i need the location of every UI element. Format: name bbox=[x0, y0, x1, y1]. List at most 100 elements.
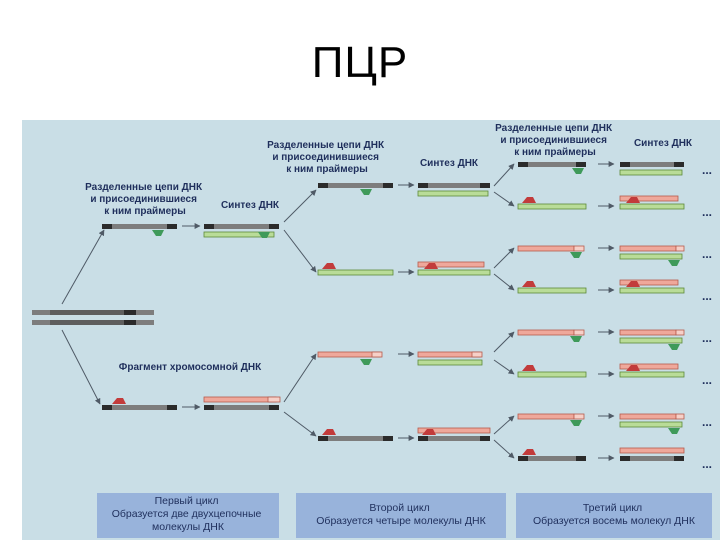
template-strand-51 bbox=[518, 162, 586, 167]
cycle-box-1 bbox=[97, 493, 279, 538]
strand-end-3b bbox=[167, 224, 177, 229]
cycle-3-line-1: Третий цикл bbox=[583, 502, 642, 514]
new-strand-66 bbox=[619, 245, 677, 252]
template-strand-3 bbox=[102, 224, 177, 229]
new-strand-33 bbox=[417, 190, 489, 197]
strand-end-51b bbox=[576, 162, 586, 167]
new-strand-94 bbox=[619, 413, 677, 420]
strands-layer bbox=[32, 162, 685, 461]
stage3-synthesis-label: Синтез ДНК bbox=[634, 138, 693, 149]
new-strand-59 bbox=[619, 203, 685, 210]
stage1-separated-line-2: и присоединившиеся bbox=[90, 194, 197, 205]
new-strand-90 bbox=[517, 413, 575, 420]
pcr-diagram: Разделенные цепи ДНК и присоединившиеся … bbox=[22, 120, 720, 540]
strand-tail-63 bbox=[573, 245, 585, 252]
cycle-1-line-1: Первый цикл bbox=[155, 495, 219, 507]
flow-arrow-44 bbox=[493, 191, 515, 207]
cycle-1-line-3: молекулы ДНК bbox=[152, 521, 225, 533]
new-strand-80 bbox=[619, 329, 677, 336]
template-strand-5 bbox=[102, 405, 177, 410]
cycle-box-2-text: Второй цикл Образуется четыре молекулы Д… bbox=[316, 502, 486, 527]
ellipsis-3: ... bbox=[702, 247, 712, 261]
new-strand-87 bbox=[619, 371, 685, 378]
flow-arrow-15 bbox=[283, 189, 317, 223]
stage2-synthesis-label: Синтез ДНК bbox=[420, 158, 479, 169]
strand-end-3a bbox=[102, 224, 112, 229]
red-primer-57 bbox=[522, 197, 536, 203]
stage1-separated-line-1: Разделенные цепи ДНК bbox=[85, 182, 203, 193]
stage3-separated-line-2: и присоединившиеся bbox=[500, 135, 607, 146]
red-primer-75 bbox=[626, 281, 640, 287]
red-primer-61 bbox=[626, 197, 640, 203]
template-strand-12 bbox=[204, 405, 279, 410]
red-primer-22 bbox=[322, 263, 336, 269]
ellipsis-8: ... bbox=[702, 457, 712, 471]
strand-tail-91 bbox=[573, 413, 585, 420]
strand-end-40a bbox=[418, 436, 428, 441]
strand-end-40b bbox=[480, 436, 490, 441]
new-strand-62 bbox=[517, 245, 575, 252]
ellipsis-6: ... bbox=[702, 373, 712, 387]
strand-end-26a bbox=[318, 436, 328, 441]
template-strand-101 bbox=[620, 456, 684, 461]
stage2-separated-label: Разделенные цепи ДНК и присоединившиеся … bbox=[267, 140, 387, 175]
primers-layer bbox=[112, 168, 680, 455]
stage3-separated-label: Разделенные цепи ДНК и присоединившиеся … bbox=[495, 123, 615, 158]
new-strand-56 bbox=[517, 203, 587, 210]
new-strand-37 bbox=[417, 351, 481, 358]
green-primer-97 bbox=[668, 428, 680, 434]
strand-tail-14 bbox=[267, 396, 281, 403]
new-strand-74 bbox=[619, 279, 679, 286]
green-primer-92 bbox=[570, 420, 582, 426]
flow-arrow-16 bbox=[283, 229, 317, 273]
template-strand-54 bbox=[620, 162, 684, 167]
template-strand-98 bbox=[518, 456, 586, 461]
strand-end-5a bbox=[102, 405, 112, 410]
strand-end-12b bbox=[269, 405, 279, 410]
green-primer-83 bbox=[668, 344, 680, 350]
red-primer-42 bbox=[422, 429, 436, 435]
flow-arrow-45 bbox=[493, 247, 515, 269]
new-strand-41 bbox=[417, 427, 491, 434]
flow-arrow-2 bbox=[61, 329, 101, 405]
new-strand-96 bbox=[619, 421, 683, 428]
chromosome-end-1 bbox=[124, 320, 136, 325]
fragment-label: Фрагмент хромосомной ДНК bbox=[119, 362, 262, 373]
ellipsis-7: ... bbox=[702, 415, 712, 429]
new-strand-84 bbox=[517, 371, 587, 378]
strand-tail-81 bbox=[675, 329, 685, 336]
ellipsis-1: ... bbox=[702, 163, 712, 177]
flow-arrow-17 bbox=[283, 353, 317, 403]
template-strand-32 bbox=[418, 183, 490, 188]
strand-end-101a bbox=[620, 456, 630, 461]
green-primer-20 bbox=[360, 189, 372, 195]
strand-end-101b bbox=[674, 456, 684, 461]
cycle-box-3 bbox=[516, 493, 712, 538]
red-primer-85 bbox=[522, 365, 536, 371]
template-strand-19 bbox=[318, 183, 393, 188]
stage2-separated-line-3: к ним праймеры bbox=[286, 164, 368, 175]
new-strand-88 bbox=[619, 363, 679, 370]
new-strand-60 bbox=[619, 195, 679, 202]
new-strand-35 bbox=[417, 261, 485, 268]
strand-end-54a bbox=[620, 162, 630, 167]
green-primer-25 bbox=[360, 359, 372, 365]
arrows-layer bbox=[61, 161, 615, 461]
stage2-separated-line-2: и присоединившиеся bbox=[272, 152, 379, 163]
new-strand-34 bbox=[417, 269, 491, 276]
cycle-3-line-2: Образуется восемь молекул ДНК bbox=[533, 515, 696, 527]
stage3-separated-line-1: Разделенные цепи ДНК bbox=[495, 123, 613, 134]
new-strand-102 bbox=[619, 447, 685, 454]
strand-end-26b bbox=[383, 436, 393, 441]
new-strand-39 bbox=[417, 359, 483, 366]
cycle-box-3-text: Третий цикл Образуется восемь молекул ДН… bbox=[533, 502, 696, 527]
strand-end-98a bbox=[518, 456, 528, 461]
green-primer-78 bbox=[570, 336, 582, 342]
chromosome-end-0 bbox=[124, 310, 136, 315]
ellipsis-layer: ... ... ... ... ... ... ... ... bbox=[702, 163, 712, 471]
green-primer-4 bbox=[152, 230, 164, 236]
template-strand-26 bbox=[318, 436, 393, 441]
stage2-separated-line-1: Разделенные цепи ДНК bbox=[267, 140, 385, 151]
flow-arrow-49 bbox=[493, 415, 515, 435]
strand-end-32b bbox=[480, 183, 490, 188]
